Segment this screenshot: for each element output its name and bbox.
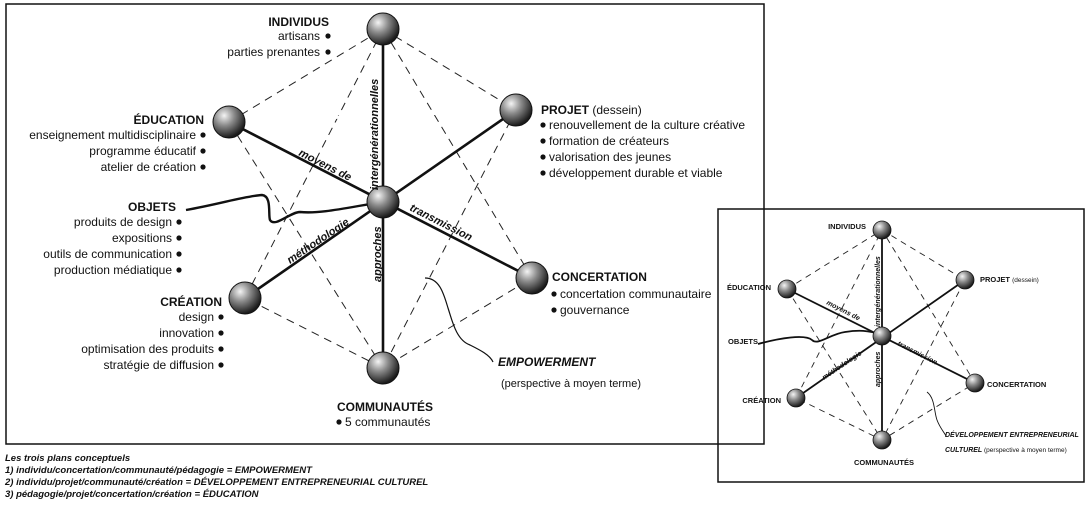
notes-title: Les trois plans conceptuels	[5, 453, 131, 464]
communautes-item: 5 communautés	[345, 415, 430, 429]
objets-title: OBJETS	[128, 200, 176, 214]
inset-frame	[717, 208, 1085, 483]
perspective-label: (perspective à moyen terme)	[501, 378, 641, 390]
projet-item: développement durable et viable	[549, 166, 723, 180]
axis-approches: approches	[372, 226, 384, 282]
creation-item: stratégie de diffusion	[103, 358, 214, 372]
concertation-item: concertation communautaire	[560, 287, 712, 301]
projet-label: PROJET (dessein)	[541, 103, 642, 117]
axis-methodologie: méthodologie	[285, 216, 351, 266]
conceptual-planes-notes: Les trois plans conceptuels 1) individu/…	[5, 453, 428, 501]
individus-title: INDIVIDUS	[268, 15, 329, 29]
communautes-title: COMMUNAUTÉS	[337, 399, 433, 414]
inset-dev2: CULTUREL	[945, 447, 982, 454]
inset-axis-approches: approches	[875, 351, 882, 387]
inset-axis-inter: intergénérationnelles	[875, 256, 882, 327]
concertation-title: CONCERTATION	[552, 270, 647, 284]
inset-dev-sub: (perspective à moyen terme)	[982, 447, 1067, 454]
axis-inter: intergénérationnelles	[369, 79, 381, 190]
main-frame	[5, 3, 765, 445]
objets-item: produits de design	[74, 215, 172, 229]
axis-transmission: transmission	[408, 202, 475, 244]
inset-projet: PROJET (dessein)	[980, 275, 1039, 284]
notes-line: 2) individu/projet/communauté/création =…	[5, 477, 429, 488]
education-title: ÉDUCATION	[134, 112, 204, 127]
individus-item: artisans	[278, 29, 320, 43]
inset-dev-curve	[926, 391, 947, 437]
notes-line: 1) individu/concertation/communauté/péda…	[5, 465, 312, 476]
inset-objets-curve	[757, 329, 883, 345]
creation-item: innovation	[159, 326, 214, 340]
inset-education: ÉDUCATION	[727, 283, 771, 292]
inset-creation: CRÉATION	[742, 396, 781, 405]
node-communautes	[366, 351, 400, 385]
projet-title: PROJET	[541, 103, 590, 117]
concertation-item: gouvernance	[560, 303, 630, 317]
objets-item: expositions	[112, 231, 172, 245]
node-individus	[366, 12, 400, 46]
education-item: enseignement multidisciplinaire	[29, 128, 196, 142]
node-concertation	[515, 261, 549, 295]
inset-individus: INDIVIDUS	[828, 222, 866, 231]
education-item: programme éducatif	[89, 144, 196, 158]
inset-objets: OBJETS	[728, 337, 758, 346]
node-creation	[228, 281, 262, 315]
projet-item: renouvellement de la culture créative	[549, 118, 745, 132]
node-education	[212, 105, 246, 139]
inset-concertation: CONCERTATION	[987, 380, 1046, 389]
inset-nodes	[777, 220, 985, 450]
empowerment-label: EMPOWERMENT	[498, 355, 597, 369]
projet-item: formation de créateurs	[549, 134, 669, 148]
creation-item: optimisation des produits	[81, 342, 214, 356]
nodes	[212, 12, 549, 385]
inset-projet-sub: (dessein)	[1012, 277, 1039, 284]
inset-communautes: COMMUNAUTÉS	[854, 458, 914, 467]
objets-item: production médiatique	[54, 263, 172, 277]
inset-dev1: DÉVELOPPEMENT ENTREPRENEURIAL	[945, 430, 1079, 439]
empowerment-curve	[424, 277, 494, 363]
objets-item: outils de communication	[43, 247, 172, 261]
notes-line: 3) pédagogie/projet/concertation/créatio…	[5, 489, 259, 500]
objets-curve	[185, 193, 383, 224]
inset-dev2-line: CULTUREL (perspective à moyen terme)	[945, 447, 1067, 454]
creation-item: design	[179, 310, 214, 324]
creation-title: CRÉATION	[160, 294, 222, 309]
node-center	[366, 185, 400, 219]
projet-subtitle: (dessein)	[589, 103, 642, 117]
projet-item: valorisation des jeunes	[549, 150, 671, 164]
individus-item: parties prenantes	[227, 45, 320, 59]
axis-moyens: moyens de	[297, 147, 354, 184]
education-item: atelier de création	[101, 160, 196, 174]
node-projet	[499, 93, 533, 127]
inset-projet-title: PROJET	[980, 275, 1010, 284]
